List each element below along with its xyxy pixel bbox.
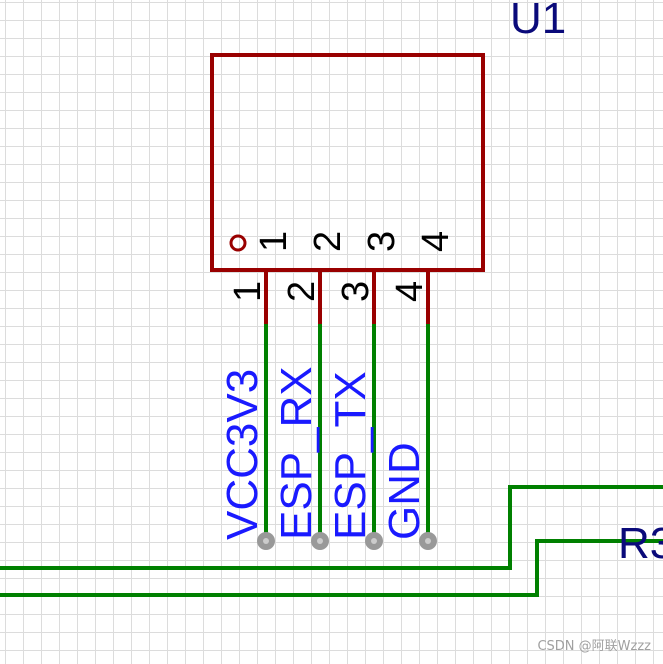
wire-end-point-4-center [425, 538, 431, 544]
outer-pin-number-2: 2 [281, 281, 323, 302]
inner-pin-number-2: 2 [307, 231, 349, 252]
outer-pin-number-4: 4 [389, 281, 431, 302]
net-label-esp-rx: ESP_RX [272, 366, 321, 540]
wire-path-upper[interactable] [0, 485, 663, 570]
net-label-esp-tx: ESP_TX [326, 371, 375, 540]
net-label-gnd: GND [380, 442, 429, 540]
wire-end-point-1-center [263, 538, 269, 544]
inner-pin-number-4: 4 [415, 231, 457, 252]
inner-pin-number-3: 3 [361, 231, 403, 252]
pin1-indicator-dot [229, 234, 247, 252]
inner-pin-number-1: 1 [253, 231, 295, 252]
wire-end-point-2-center [317, 538, 323, 544]
resistor-designator: R3 [618, 519, 663, 568]
wire-end-point-3-center [371, 538, 377, 544]
component-designator: U1 [510, 0, 566, 43]
outer-pin-number-1: 1 [227, 281, 269, 302]
watermark: CSDN @阿联Wzzz [537, 639, 651, 654]
component-body[interactable] [210, 53, 485, 272]
wire-path-lower[interactable] [0, 539, 663, 597]
net-label-vcc3v3: VCC3V3 [218, 369, 267, 540]
outer-pin-number-3: 3 [335, 281, 377, 302]
